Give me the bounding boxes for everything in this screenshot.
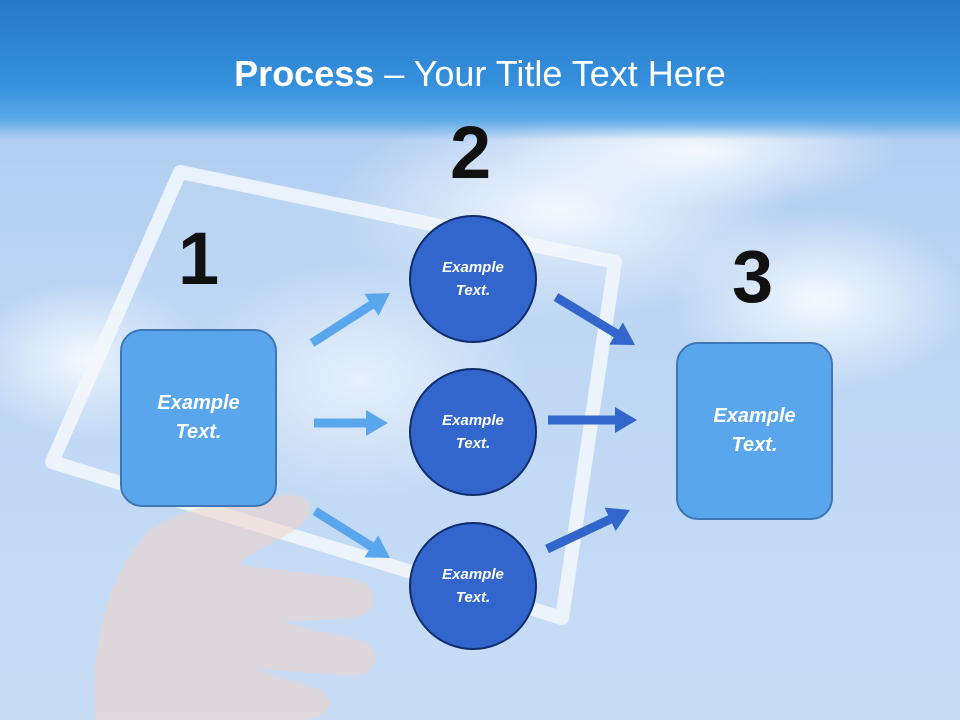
circle-middle-text: Example Text.: [442, 412, 504, 452]
hand: [94, 494, 376, 720]
step-1-box: Example Text.: [120, 329, 277, 507]
step-2-number: 2: [450, 111, 492, 194]
step-3-number: 3: [732, 235, 774, 318]
title-bold: Process: [234, 53, 375, 94]
step-2-circle-bottom: Example Text.: [409, 522, 537, 650]
title-band: [0, 0, 960, 140]
step-2-circle-top: Example Text.: [409, 215, 537, 343]
step-1-text: Example Text.: [157, 392, 240, 443]
circle-top-text: Example Text.: [442, 259, 504, 299]
step-3-text: Example Text.: [713, 405, 796, 456]
circle-bottom-text: Example Text.: [442, 566, 504, 606]
step-1-number: 1: [178, 217, 220, 300]
step-2-circle-middle: Example Text.: [409, 368, 537, 496]
slide-title: Process – Your Title Text Here: [0, 52, 960, 96]
step-3-box: Example Text.: [676, 342, 833, 520]
title-rest: – Your Title Text Here: [374, 53, 726, 94]
